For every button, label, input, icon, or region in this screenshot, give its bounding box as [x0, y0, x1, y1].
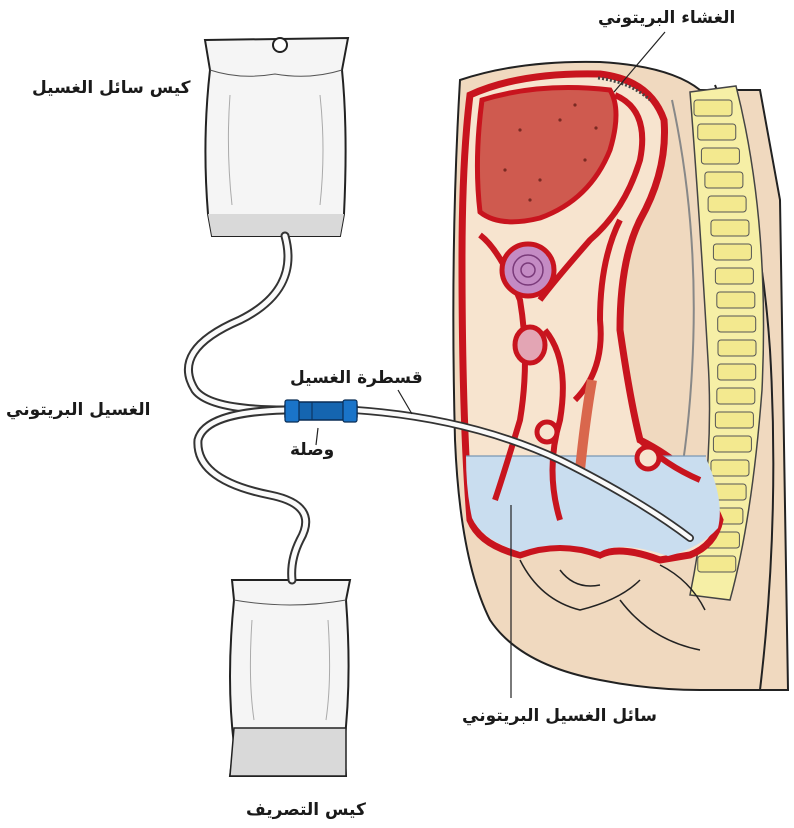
vertebra [708, 196, 746, 212]
pancreas [515, 327, 545, 363]
dialysate-bag [205, 38, 348, 236]
vertebra [715, 412, 753, 428]
vertebra [711, 220, 749, 236]
drain-bag [230, 580, 350, 776]
label-dialysate-fluid: سائل الغسيل البريتوني [462, 706, 657, 726]
vertebra [694, 100, 732, 116]
hanger-hole-icon [273, 38, 287, 52]
vertebra [717, 292, 755, 308]
label-drain-bag: كيس التصريف [246, 800, 366, 820]
vertebra [698, 124, 736, 140]
connector [285, 400, 357, 422]
vertebra [717, 388, 755, 404]
vertebra [711, 460, 749, 476]
label-peritoneum: الغشاء البريتوني [598, 8, 735, 28]
label-catheter: قسطرة الغسيل [290, 368, 423, 388]
label-connector: وصلة [290, 440, 334, 460]
vertebra [698, 556, 736, 572]
vertebra [718, 316, 756, 332]
stomach [502, 244, 554, 296]
vertebra [713, 436, 751, 452]
label-peritoneal-dialysis: الغسيل البريتوني [6, 400, 150, 420]
vertebra [718, 340, 756, 356]
vertebra [701, 148, 739, 164]
vertebra [705, 172, 743, 188]
label-dialysate-bag: كيس سائل الغسيل [32, 78, 191, 98]
abdomen-cross-section [453, 62, 788, 690]
vertebra [715, 268, 753, 284]
vertebra [713, 244, 751, 260]
vertebra [718, 364, 756, 380]
